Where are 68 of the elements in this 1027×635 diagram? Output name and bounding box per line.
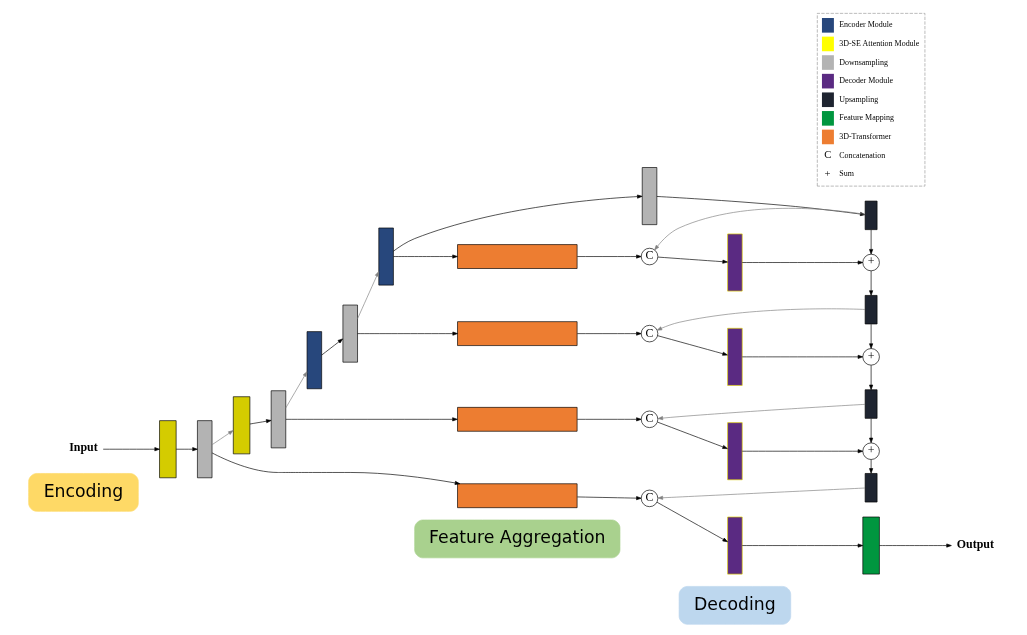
node-box bbox=[232, 396, 250, 455]
node-box bbox=[158, 420, 176, 479]
arrow bbox=[878, 543, 952, 548]
arrow bbox=[356, 271, 379, 320]
node-text: Output bbox=[956, 536, 994, 551]
arrow bbox=[741, 354, 863, 359]
arrow bbox=[392, 194, 642, 252]
arrow bbox=[741, 543, 863, 548]
arrow bbox=[868, 323, 873, 349]
arrow bbox=[576, 417, 642, 422]
arrow bbox=[249, 419, 271, 425]
node-box bbox=[342, 304, 358, 363]
arrow bbox=[284, 371, 307, 409]
node-box bbox=[377, 227, 394, 286]
node-box bbox=[864, 389, 877, 419]
arrow bbox=[868, 459, 873, 474]
node-circle: C bbox=[640, 410, 658, 428]
arrow bbox=[656, 501, 728, 543]
node-box bbox=[726, 516, 743, 575]
node-box bbox=[726, 327, 743, 386]
node-box bbox=[456, 321, 577, 346]
node-box bbox=[456, 407, 577, 432]
node-circle: C bbox=[640, 325, 658, 343]
node-box bbox=[864, 295, 877, 325]
node-box bbox=[864, 200, 877, 230]
arrow bbox=[320, 338, 343, 356]
arrow bbox=[868, 418, 873, 444]
arrow bbox=[868, 365, 873, 390]
arrow bbox=[741, 260, 863, 265]
arrow bbox=[656, 335, 728, 356]
arrow bbox=[102, 447, 160, 452]
arrow bbox=[211, 430, 233, 445]
label: + bbox=[824, 167, 831, 179]
arrow bbox=[175, 447, 198, 452]
arrow bbox=[868, 229, 873, 255]
arrow bbox=[285, 417, 458, 422]
node-text: Input bbox=[68, 440, 98, 455]
arrow bbox=[657, 487, 865, 500]
arrow bbox=[657, 404, 865, 421]
node-box bbox=[456, 244, 577, 269]
arrow bbox=[211, 452, 460, 485]
node-box bbox=[641, 167, 657, 225]
node-circle: + bbox=[861, 442, 880, 460]
arrow bbox=[392, 254, 458, 259]
node-box: Decoding bbox=[678, 586, 791, 625]
arrow bbox=[576, 254, 642, 259]
node-box: Encoding bbox=[27, 473, 139, 512]
node-circle: + bbox=[861, 348, 880, 366]
arrow bbox=[656, 308, 865, 331]
node-box bbox=[726, 422, 743, 481]
arrow bbox=[356, 331, 458, 336]
arrow bbox=[741, 449, 863, 454]
label: C bbox=[823, 149, 831, 161]
arrow bbox=[657, 256, 728, 264]
node-box bbox=[864, 473, 877, 503]
node-box: Feature Aggregation bbox=[413, 519, 620, 559]
node-box bbox=[306, 331, 322, 390]
arrow bbox=[576, 496, 642, 501]
arrow bbox=[868, 270, 873, 296]
node-box bbox=[861, 516, 880, 575]
arrow bbox=[656, 421, 728, 449]
node-box bbox=[196, 420, 212, 479]
node-circle: C bbox=[640, 489, 658, 507]
node-box bbox=[270, 390, 286, 449]
node-circle: C bbox=[640, 247, 658, 266]
arrow bbox=[576, 331, 642, 336]
node-circle: + bbox=[861, 253, 880, 272]
node-box bbox=[726, 233, 743, 292]
